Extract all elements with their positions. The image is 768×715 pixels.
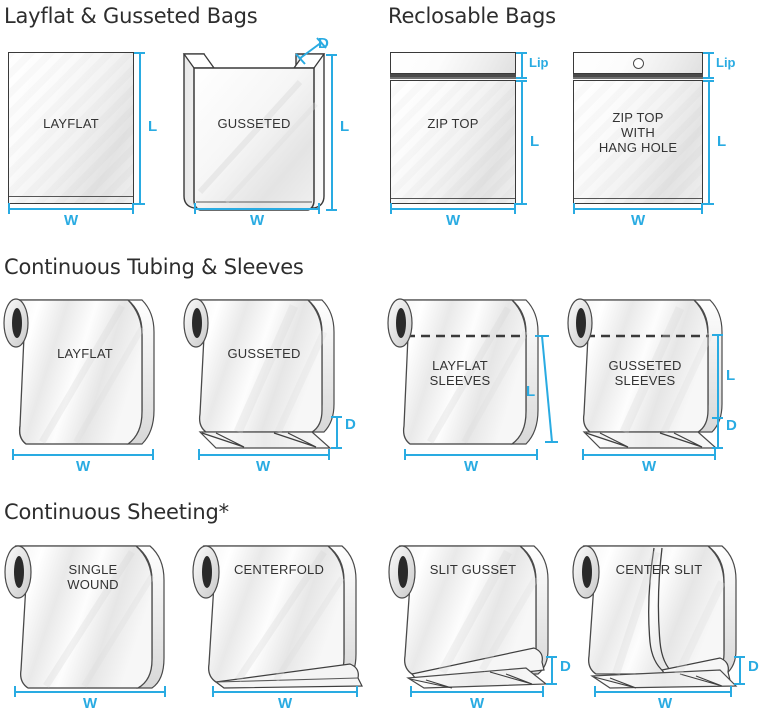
zip-top-hang-seal-line-secondary [573,77,703,79]
layflat-bag-body [8,52,134,204]
centerfold-label: CENTERFOLD [233,562,325,577]
gusseted-sleeves-length-label: L [726,367,736,384]
zip-top-hang-length-label: L [717,133,727,150]
layflat-bag-label: LAYFLAT [43,116,99,131]
layflat-sleeves-width-label: W [464,458,479,475]
layflat-sleeves-length-label: L [526,383,536,400]
zip-top-hem [391,198,515,199]
single-wound-width-label: W [83,695,98,712]
layflat-bag-width-label: W [64,212,79,229]
zip-top-label: ZIP TOP [427,116,479,131]
slit-gusset-art [388,545,549,689]
zip-top-body [390,80,516,204]
zip-top-seal-line-secondary [390,77,516,79]
centerfold-art [192,545,363,689]
section-heading-reclosable-bags: Reclosable Bags [388,4,556,28]
gusseted-sleeves-depth-label: D [726,417,737,434]
slit-gusset-depth-label: D [560,658,571,675]
gusseted-sleeves-art [567,298,723,449]
single-wound-label: SINGLE WOUND [67,562,119,592]
layflat-bag-hem [9,196,133,197]
tubing-layflat-label: LAYFLAT [57,346,113,361]
section-heading-layflat-gusseted-bags: Layflat & Gusseted Bags [4,4,258,28]
tubing-gusseted-label: GUSSETED [227,346,301,361]
section-heading-continuous-tubing-sleeves: Continuous Tubing & Sleeves [4,255,304,279]
tubing-layflat-width-label: W [76,458,91,475]
center-slit-depth-label: D [748,658,759,675]
single-wound-art [4,545,165,689]
zip-top-hang-label: ZIP TOP WITH HANG HOLE [598,110,678,155]
zip-top-hang-width-label: W [631,212,646,229]
zip-top-lip [390,52,516,74]
zip-top-seal-line [390,74,516,77]
section-heading-continuous-sheeting: Continuous Sheeting* [4,500,229,524]
zip-top-hang-body [573,80,703,204]
layflat-bag-length-label: L [148,118,158,135]
gusseted-sleeves-label: GUSSETED SLEEVES [608,358,682,388]
hang-hole-icon [633,58,644,69]
gusseted-bag-depth-label: D [318,35,329,52]
zip-top-lip-label: Lip [529,55,549,70]
tubing-gusseted-depth-label: D [345,416,356,433]
center-slit-art [572,545,738,689]
centerfold-width-label: W [278,695,293,712]
zip-top-hang-lip-label: Lip [716,55,736,70]
tubing-layflat-art [3,298,155,445]
center-slit-width-label: W [658,695,673,712]
tubing-gusseted-art [183,298,335,449]
gusseted-bag-length-label: L [340,118,350,135]
layflat-sleeves-label: LAYFLAT SLEEVES [429,358,491,388]
gusseted-sleeves-width-label: W [642,458,657,475]
tubing-gusseted-width-label: W [256,458,271,475]
slit-gusset-width-label: W [470,695,485,712]
gusseted-bag-width-label: W [250,212,265,229]
gusseted-bag-label: GUSSETED [217,116,291,131]
layflat-sleeves-art [387,298,539,445]
zip-top-hang-seal-line [573,74,703,77]
zip-top-hang-hem [574,198,702,199]
zip-top-length-label: L [530,133,540,150]
center-slit-label: CENTER SLIT [615,562,703,577]
slit-gusset-label: SLIT GUSSET [429,562,517,577]
zip-top-width-label: W [446,212,461,229]
